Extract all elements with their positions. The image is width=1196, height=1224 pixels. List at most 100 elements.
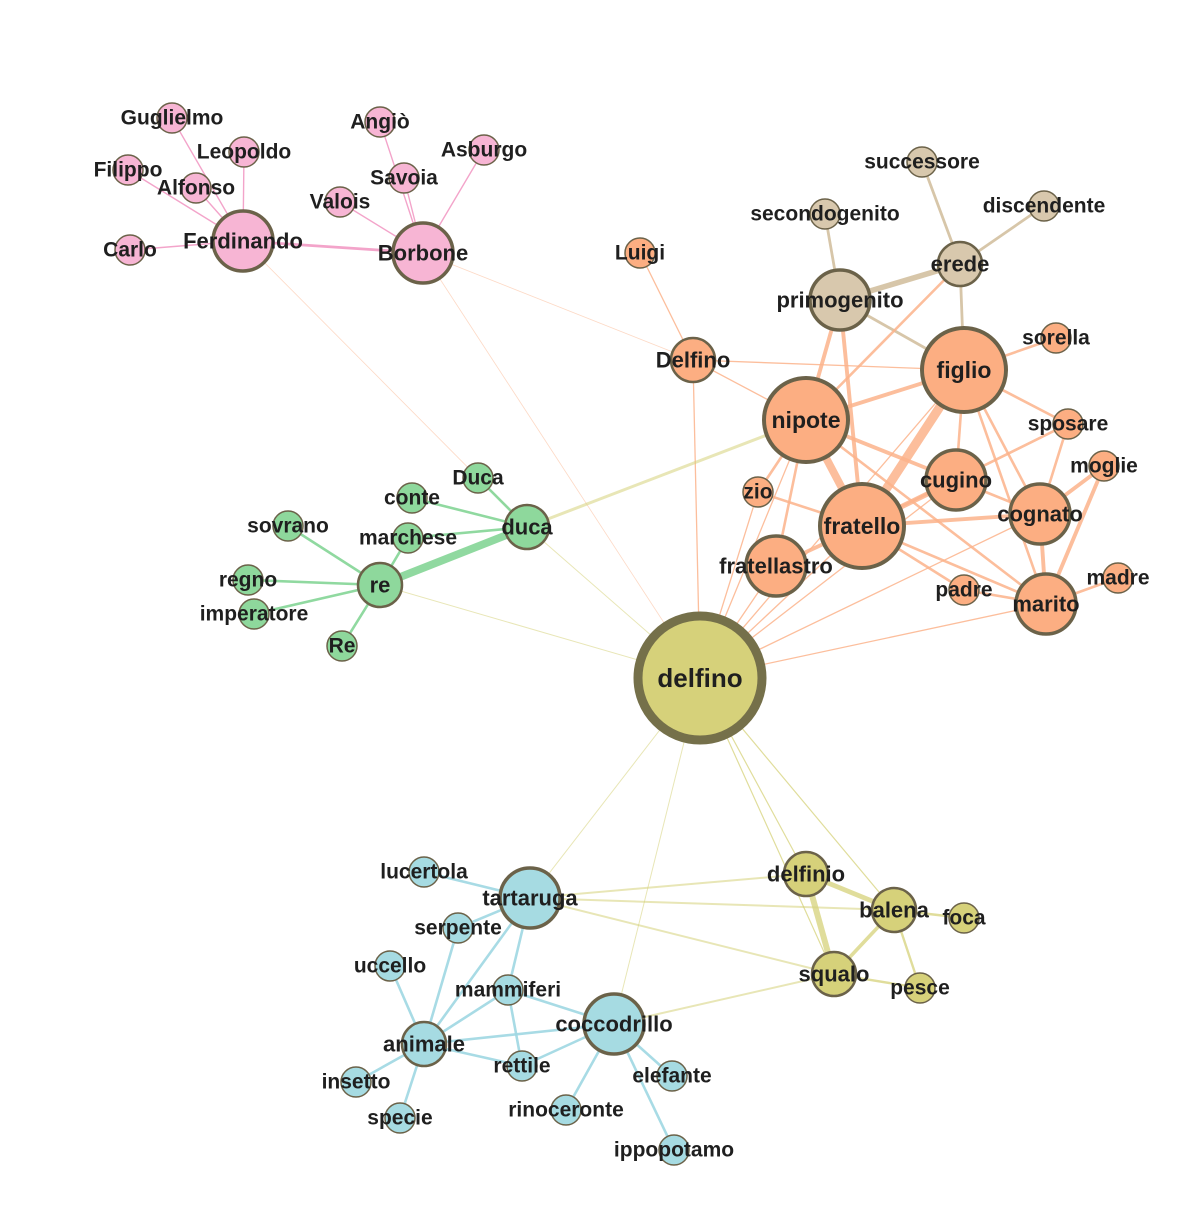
node-label-secondogenito: secondogenito — [750, 203, 899, 226]
node-sovrano[interactable] — [272, 510, 304, 542]
node-label-rettile: rettile — [493, 1055, 550, 1078]
node-label-filippo: Filippo — [94, 159, 163, 182]
node-label-valois: Valois — [310, 191, 371, 214]
node-delfinio[interactable] — [782, 850, 830, 898]
node-serpente[interactable] — [442, 912, 474, 944]
node-leopoldo[interactable] — [228, 136, 260, 168]
node-fratello[interactable] — [818, 482, 906, 570]
edge-tartaruga-balena — [529, 897, 895, 911]
node-label-asburgo: Asburgo — [441, 139, 527, 162]
node-regno[interactable] — [232, 564, 264, 596]
node-madre[interactable] — [1102, 562, 1134, 594]
node-rinoceronte[interactable] — [550, 1094, 582, 1126]
node-sposare[interactable] — [1052, 408, 1084, 440]
node-marito[interactable] — [1014, 572, 1078, 636]
node-primogenito[interactable] — [808, 268, 872, 332]
node-label-serpente: serpente — [414, 917, 502, 940]
node-conte[interactable] — [396, 482, 428, 514]
node-ferdinando[interactable] — [211, 209, 275, 273]
node-label-zio: zio — [743, 481, 772, 504]
node-padre[interactable] — [948, 574, 980, 606]
node-cognato[interactable] — [1008, 482, 1072, 546]
node-ippopotamo[interactable] — [658, 1134, 690, 1166]
node-label-luigi: Luigi — [615, 242, 665, 265]
node-label-coccodrillo: coccodrillo — [555, 1012, 672, 1037]
node-imperatore[interactable] — [238, 598, 270, 630]
node-label-balena: balena — [859, 898, 929, 923]
edge-tartaruga-delfinio — [529, 873, 807, 899]
node-nipote[interactable] — [762, 376, 850, 464]
node-alfonso[interactable] — [180, 172, 212, 204]
node-label-insetto: insetto — [322, 1071, 391, 1094]
node-elefante[interactable] — [656, 1060, 688, 1092]
label-layer: delfinoGuglielmoFilippoLeopoldoAlfonsoCa… — [94, 107, 1150, 1162]
node-successore[interactable] — [906, 146, 938, 178]
node-label-cognato: cognato — [997, 502, 1083, 527]
node-carlo[interactable] — [114, 234, 146, 266]
node-coccodrillo[interactable] — [582, 992, 646, 1056]
node-label-ferdinando: Ferdinando — [183, 229, 303, 254]
node-foca[interactable] — [948, 902, 980, 934]
edge-coccodrillo-squalo — [613, 973, 835, 1025]
node-label-foca: foca — [942, 907, 986, 930]
node-delfino[interactable] — [669, 336, 717, 384]
node-label-specie: specie — [367, 1107, 432, 1130]
node-figlio[interactable] — [920, 326, 1008, 414]
node-label-angio: Angiò — [350, 111, 409, 134]
node-moglie[interactable] — [1088, 450, 1120, 482]
node-label-primogenito: primogenito — [776, 288, 903, 313]
node-savoia[interactable] — [388, 162, 420, 194]
node-label-carlo: Carlo — [103, 239, 157, 262]
node-label-madre: madre — [1086, 567, 1149, 590]
node-label-rinoceronte: rinoceronte — [508, 1099, 624, 1122]
node-label-delfinio: delfinio — [767, 862, 845, 887]
edge-borbone-delfino — [422, 252, 701, 679]
node-asburgo[interactable] — [468, 134, 500, 166]
node-secondogenito[interactable] — [809, 198, 841, 230]
node-duca[interactable] — [503, 503, 551, 551]
node-layer — [112, 102, 1134, 1166]
node-lucertola[interactable] — [408, 856, 440, 888]
node-label-guglielmo: Guglielmo — [121, 107, 224, 130]
node-sorella[interactable] — [1040, 322, 1072, 354]
node-mammiferi[interactable] — [492, 974, 524, 1006]
node-label-savoia: Savoia — [370, 167, 438, 190]
node-specie[interactable] — [384, 1102, 416, 1134]
node-label-marito: marito — [1012, 592, 1079, 617]
node-filippo[interactable] — [112, 154, 144, 186]
node-pesce[interactable] — [904, 972, 936, 1004]
node-label-tartaruga: tartaruga — [482, 886, 578, 911]
node-label-cugino: cugino — [920, 468, 992, 493]
node-animale[interactable] — [400, 1020, 448, 1068]
node-tartaruga[interactable] — [498, 866, 562, 930]
node-label-alfonso: Alfonso — [157, 177, 235, 200]
node-label-nipote: nipote — [772, 407, 841, 433]
node-marchese[interactable] — [392, 522, 424, 554]
node-label-sposare: sposare — [1028, 413, 1109, 436]
node-borbone[interactable] — [391, 221, 455, 285]
node-label-sovrano: sovrano — [247, 515, 329, 538]
node-angio[interactable] — [364, 106, 396, 138]
node-erede[interactable] — [936, 240, 984, 288]
node-delfino[interactable] — [633, 611, 767, 745]
node-label-animale: animale — [383, 1032, 465, 1057]
node-discendente[interactable] — [1028, 190, 1060, 222]
node-guglielmo[interactable] — [156, 102, 188, 134]
node-balena[interactable] — [870, 886, 918, 934]
node-squalo[interactable] — [810, 950, 858, 998]
node-rettile[interactable] — [506, 1050, 538, 1082]
node-re[interactable] — [356, 561, 404, 609]
node-duca[interactable] — [462, 462, 494, 494]
node-uccello[interactable] — [374, 950, 406, 982]
node-valois[interactable] — [324, 186, 356, 218]
node-label-fratello: fratello — [824, 513, 901, 539]
node-cugino[interactable] — [924, 448, 988, 512]
node-fratellastro[interactable] — [744, 534, 808, 598]
node-insetto[interactable] — [340, 1066, 372, 1098]
node-luigi[interactable] — [624, 237, 656, 269]
edge-delfino-figlio — [692, 359, 965, 371]
node-re[interactable] — [326, 630, 358, 662]
node-zio[interactable] — [742, 476, 774, 508]
node-label-padre: padre — [935, 579, 992, 602]
